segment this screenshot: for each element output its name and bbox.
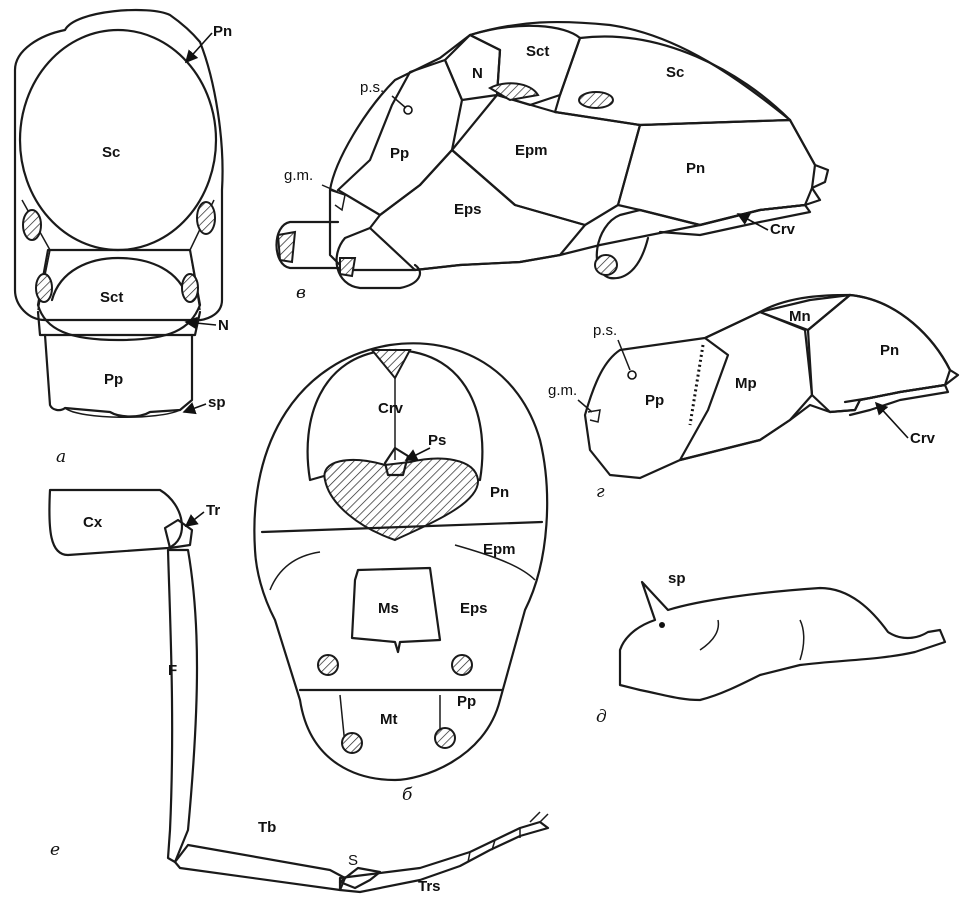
coxa-hole-right-lower bbox=[435, 728, 455, 748]
label-eps: Eps bbox=[460, 600, 488, 617]
panel-b-ventral-view: Crv Ps Pn Epm Ms Eps Mt Pp б bbox=[254, 343, 547, 805]
g-gm-notch bbox=[588, 410, 600, 422]
panel-v-lateral-view: Sct Sc N p.s. Pp Epm Pn g.m. Eps Crv в bbox=[277, 22, 829, 303]
label-pp: Pp bbox=[104, 371, 123, 388]
label-pp: Pp bbox=[457, 693, 476, 710]
front-leg-right-hatch bbox=[340, 258, 355, 276]
panel-letter-d: д bbox=[596, 707, 607, 727]
label-pn: Pn bbox=[880, 342, 899, 359]
mid-leg-hatch bbox=[595, 255, 617, 275]
panel-letter-e: е bbox=[50, 840, 60, 860]
panel-letter-b: б bbox=[402, 785, 413, 805]
label-eps: Eps bbox=[454, 201, 482, 218]
label-pn: Pn bbox=[490, 484, 509, 501]
d-inner-ridge bbox=[700, 620, 804, 660]
spiracle-left-lower bbox=[36, 274, 52, 302]
label-ps: Ps bbox=[428, 432, 446, 449]
arrow-tr bbox=[186, 512, 204, 526]
pp-plate bbox=[338, 60, 462, 215]
panel-letter-g: г bbox=[596, 482, 605, 502]
label-crv: Crv bbox=[910, 430, 936, 447]
g-ps-pointer bbox=[618, 340, 630, 370]
label-ms: Ms bbox=[378, 600, 399, 617]
pp-mp-suture bbox=[690, 345, 703, 425]
arrow-crv-g bbox=[876, 403, 908, 438]
panel-letter-v: в bbox=[296, 283, 306, 303]
label-crv: Crv bbox=[770, 221, 796, 238]
label-ps: p.s. bbox=[360, 79, 384, 96]
label-pp: Pp bbox=[390, 145, 409, 162]
label-sct: Sct bbox=[526, 43, 549, 60]
label-pn: Pn bbox=[686, 160, 705, 177]
label-mn: Mn bbox=[789, 308, 811, 325]
label-ps: p.s. bbox=[593, 322, 617, 339]
label-mt: Mt bbox=[380, 711, 398, 728]
label-pn: Pn bbox=[213, 23, 232, 40]
label-crv: Crv bbox=[378, 400, 404, 417]
pn-plate bbox=[618, 120, 815, 225]
label-sp: sp bbox=[208, 394, 226, 411]
panel-g-lateral-thorax: Mn Pn p.s. g.m. Pp Mp Crv г bbox=[548, 295, 958, 502]
label-sp: sp bbox=[668, 570, 686, 587]
panel-a-dorsal-view: Pn Sc Sct N Pp sp а bbox=[15, 10, 232, 467]
label-tr: Tr bbox=[206, 502, 220, 519]
label-tb: Tb bbox=[258, 819, 276, 836]
label-n: N bbox=[218, 317, 229, 334]
label-sc: Sc bbox=[666, 64, 684, 81]
coxa bbox=[49, 490, 182, 555]
panel-d-propodeum: sp д bbox=[596, 570, 945, 727]
d-outline bbox=[620, 582, 945, 700]
label-s: S bbox=[348, 852, 358, 869]
coxa-hole-left-lower bbox=[342, 733, 362, 753]
label-gm: g.m. bbox=[284, 167, 313, 184]
spiracle-right-lower bbox=[182, 274, 198, 302]
femur bbox=[168, 550, 197, 862]
label-n: N bbox=[472, 65, 483, 82]
g-ps-dot bbox=[628, 371, 636, 379]
epm-curve-left bbox=[270, 552, 320, 590]
tibia bbox=[175, 845, 345, 890]
label-f: F bbox=[168, 662, 177, 679]
label-trs: Trs bbox=[418, 878, 441, 895]
crv-tip-hatch bbox=[372, 350, 410, 378]
label-epm: Epm bbox=[515, 142, 548, 159]
front-leg-left-hatch bbox=[278, 232, 295, 262]
g-body-outline bbox=[585, 295, 958, 478]
label-sc: Sc bbox=[102, 144, 120, 161]
spiracle-left-upper bbox=[23, 210, 41, 240]
crv-strip-g bbox=[845, 385, 948, 415]
coxa-hole-right-upper bbox=[452, 655, 472, 675]
label-sct: Sct bbox=[100, 289, 123, 306]
sc-spiracle bbox=[579, 92, 613, 108]
label-mp: Mp bbox=[735, 375, 757, 392]
spiracle-right-upper bbox=[197, 202, 215, 234]
d-spiracle bbox=[659, 622, 665, 628]
label-epm: Epm bbox=[483, 541, 516, 558]
arrow-n bbox=[186, 322, 216, 325]
scutum-outline bbox=[20, 30, 216, 250]
panel-letter-a: а bbox=[56, 447, 66, 467]
coxa-hole-left-upper bbox=[318, 655, 338, 675]
label-gm: g.m. bbox=[548, 382, 577, 399]
n-hatch bbox=[490, 83, 538, 100]
arrow-pn bbox=[186, 33, 212, 62]
label-cx: Cx bbox=[83, 514, 103, 531]
tarsus bbox=[340, 822, 548, 892]
label-pp: Pp bbox=[645, 392, 664, 409]
